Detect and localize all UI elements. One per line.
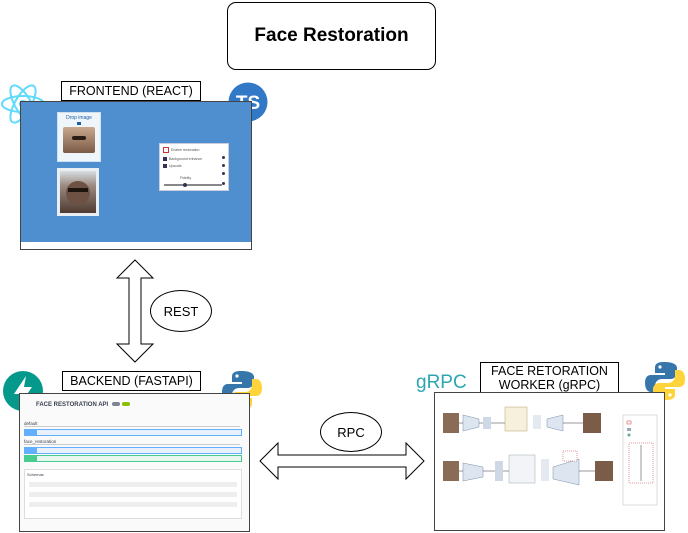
transformer-block [508, 454, 536, 484]
output-face-top [583, 413, 601, 433]
dropzone-card[interactable]: Drop image [57, 112, 101, 162]
encoder-top [462, 414, 480, 432]
block-bottom [541, 459, 549, 481]
grpc-logo: gRPC [415, 368, 477, 394]
fuse-block [562, 450, 578, 462]
rest-arrow [115, 259, 155, 363]
frontend-screenshot: Drop image Enable restoration Background… [20, 101, 252, 250]
architecture-sketch [443, 406, 658, 506]
schemas-label: Schemas [27, 472, 44, 477]
restored-face-card [57, 168, 99, 216]
encoder-bottom [462, 462, 484, 482]
upload-icon [77, 122, 81, 125]
endpoint-row[interactable] [24, 429, 242, 436]
toggle-dot [222, 172, 225, 175]
frontend-label: FRONTEND (REACT) [61, 81, 201, 101]
backend-screenshot: FACE RESTORATION API default face_restor… [19, 393, 250, 532]
api-title: FACE RESTORATION API [36, 402, 130, 408]
oas-badge [121, 402, 130, 406]
rpc-label: RPC [320, 412, 382, 452]
settings-panel: Enable restoration Background enhance Up… [159, 143, 229, 191]
drop-label: Drop image [66, 115, 92, 121]
codebook-top [504, 406, 528, 432]
decoder-top [546, 414, 564, 432]
block-top [533, 415, 541, 429]
section-default[interactable]: default [24, 421, 240, 427]
endpoint-row[interactable] [24, 447, 242, 454]
restored-face-thumb [60, 171, 96, 213]
input-face-top [443, 413, 459, 433]
worker-architecture-figure [434, 392, 665, 531]
toggle-dot [222, 156, 225, 159]
rpc-arrow [259, 441, 425, 481]
panel-row-background[interactable]: Background enhance [163, 157, 228, 161]
panel-row-enable[interactable]: Enable restoration [163, 147, 228, 153]
version-badge [111, 402, 120, 406]
checkbox-icon [163, 157, 167, 161]
panel-row-upscale[interactable]: Upscale [163, 164, 228, 168]
checkbox-icon [163, 147, 169, 153]
section-face-restoration[interactable]: face_restoration [24, 439, 240, 445]
toggle-dot [222, 182, 225, 185]
schemas-section[interactable]: Schemas [24, 469, 242, 519]
worker-label-line1: FACE RETORATION [491, 363, 608, 378]
schema-row[interactable] [29, 482, 237, 487]
panel-row-fidelity[interactable]: Fidelity [180, 176, 192, 180]
rest-label: REST [150, 290, 212, 332]
endpoint-row[interactable] [24, 455, 242, 462]
input-face-thumb [63, 127, 95, 153]
worker-label-line2: WORKER (gRPC) [498, 377, 601, 392]
worker-label: FACE RETORATION WORKER (gRPC) [480, 362, 619, 393]
checkbox-icon [163, 164, 167, 168]
latent-top [483, 417, 491, 429]
schema-row[interactable] [29, 492, 237, 497]
frontend-canvas: Drop image Enable restoration Background… [21, 102, 251, 242]
latent-bottom [495, 461, 503, 481]
decoder-bottom [552, 458, 580, 486]
backend-label: BACKEND (FASTAPI) [62, 371, 201, 391]
output-face-bottom [595, 461, 613, 481]
toggle-dot [222, 164, 225, 167]
input-face-bottom [443, 461, 459, 481]
svg-text:gRPC: gRPC [416, 372, 467, 393]
fidelity-slider[interactable] [164, 182, 222, 187]
schema-row[interactable] [29, 502, 237, 507]
diagram-title: Face Restoration [227, 2, 436, 70]
